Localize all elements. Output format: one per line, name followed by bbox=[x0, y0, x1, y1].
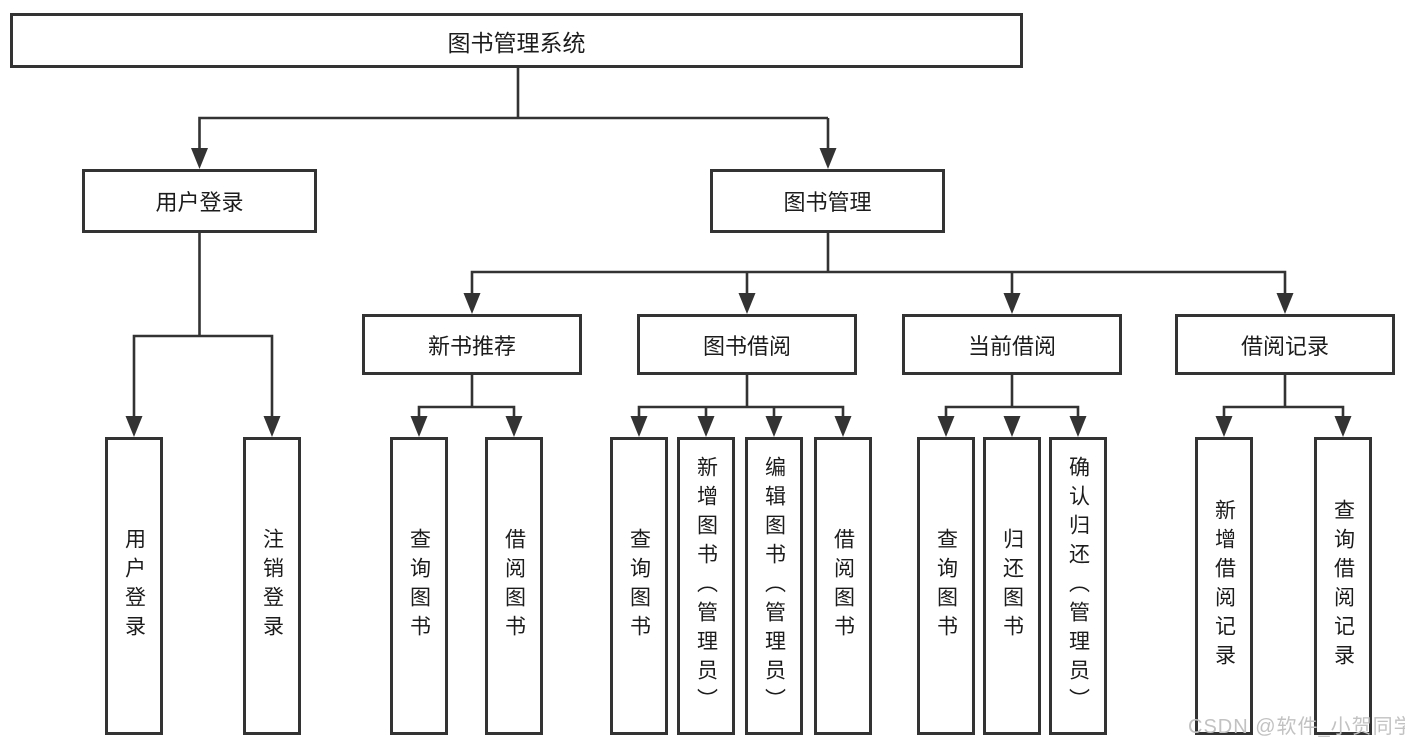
leaf-borrow-books: 借阅图书 bbox=[814, 437, 872, 735]
node-library-system: 图书管理系统 bbox=[10, 13, 1023, 68]
csdn-watermark: CSDN @软件_小贺同学 bbox=[1188, 716, 1405, 738]
leaf-add-borrow-record: 新增借阅记录 bbox=[1195, 437, 1253, 735]
leaf-query-books-recommend: 查询图书 bbox=[390, 437, 448, 735]
leaf-edit-book-admin: 编辑图书（管理员） bbox=[745, 437, 803, 735]
leaf-user-login: 用户登录 bbox=[105, 437, 163, 735]
leaf-query-books-borrow: 查询图书 bbox=[610, 437, 668, 735]
leaf-return-books: 归还图书 bbox=[983, 437, 1041, 735]
leaf-confirm-return-admin: 确认归还（管理员） bbox=[1049, 437, 1107, 735]
leaf-query-borrow-record: 查询借阅记录 bbox=[1314, 437, 1372, 735]
leaf-add-book-admin: 新增图书（管理员） bbox=[677, 437, 735, 735]
node-book-borrow: 图书借阅 bbox=[637, 314, 857, 375]
leaf-query-books-current: 查询图书 bbox=[917, 437, 975, 735]
leaf-logout: 注销登录 bbox=[243, 437, 301, 735]
node-borrow-records: 借阅记录 bbox=[1175, 314, 1395, 375]
node-book-management: 图书管理 bbox=[710, 169, 945, 233]
node-new-book-recommend: 新书推荐 bbox=[362, 314, 582, 375]
node-user-login: 用户登录 bbox=[82, 169, 317, 233]
leaf-borrow-books-recommend: 借阅图书 bbox=[485, 437, 543, 735]
node-current-borrow: 当前借阅 bbox=[902, 314, 1122, 375]
